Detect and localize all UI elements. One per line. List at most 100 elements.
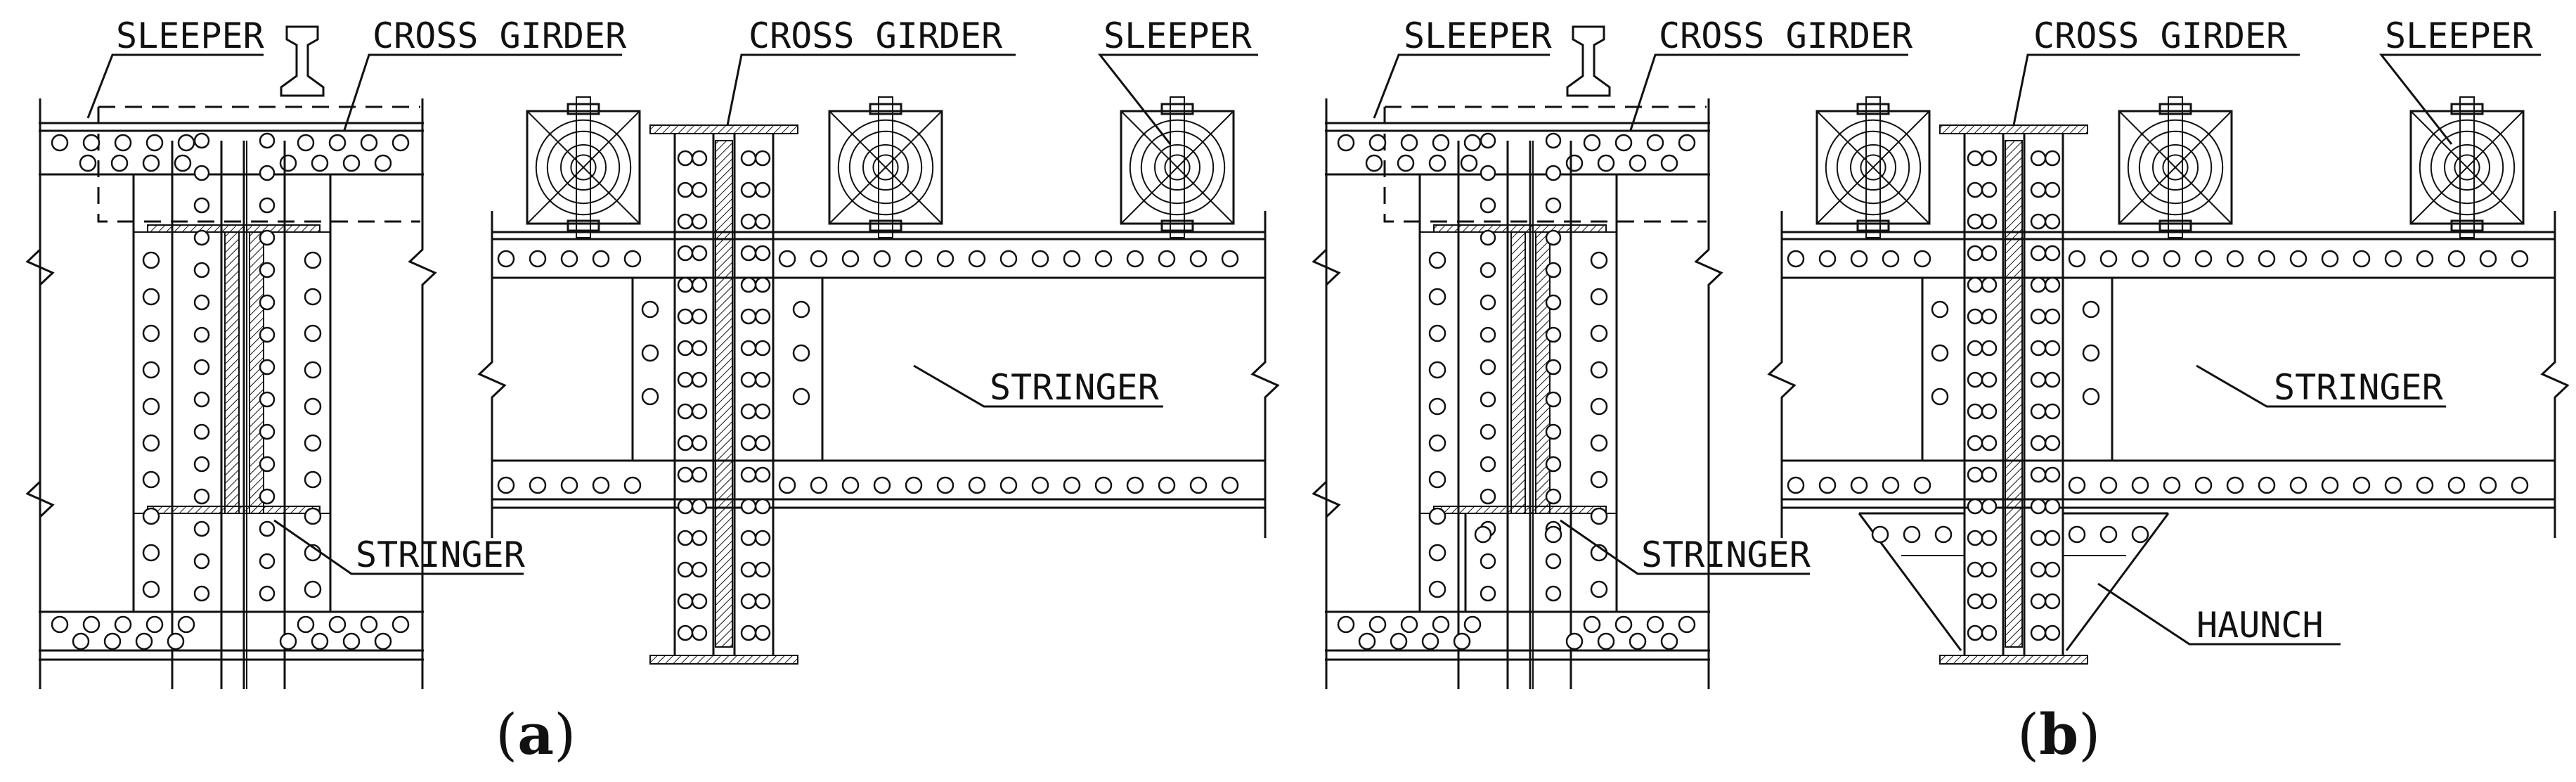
rivet-hole: [82, 615, 101, 634]
rivet-hole: [311, 632, 329, 650]
bolt-nut: [1856, 103, 1890, 115]
rivet-hole: [2030, 561, 2047, 578]
rivet-hole: [1981, 213, 1998, 230]
rivet-hole: [142, 324, 160, 342]
rivet-hole: [1428, 324, 1446, 342]
rivet-hole: [1337, 134, 1355, 152]
rivet-hole: [592, 476, 610, 494]
rivet-hole: [1660, 154, 1678, 172]
rivet-hole: [328, 615, 347, 634]
rivet-hole: [297, 615, 315, 634]
rivet-hole: [1463, 615, 1482, 634]
rivet-hole: [529, 476, 547, 494]
rivet-hole: [740, 213, 757, 230]
rivet-hole: [142, 580, 160, 598]
rivet-hole: [1221, 476, 1239, 494]
rivet-hole: [1981, 530, 1998, 546]
sleeper-ring: [848, 130, 923, 205]
leader-line: [273, 519, 524, 575]
leader-line: [2196, 364, 2446, 408]
rivet-hole: [754, 245, 771, 262]
label-stringer-b-left: STRINGER: [1641, 534, 1811, 575]
rivet-hole: [1614, 134, 1633, 152]
rivet-hole: [754, 340, 771, 357]
rivet-hole: [2030, 466, 2047, 483]
rivet-hole: [1678, 615, 1696, 634]
rivet-hole: [792, 387, 810, 406]
sleeper-bolt: [878, 96, 893, 238]
bolt-nut: [2450, 219, 2484, 232]
rivet-hole: [2416, 250, 2434, 268]
rivet-hole: [841, 250, 860, 268]
rivet-hole: [2068, 476, 2086, 494]
rivet-hole: [1981, 403, 1998, 420]
rivet-hole: [1590, 434, 1608, 452]
sleeper-block: [1816, 110, 1931, 225]
bolt-nut: [1160, 219, 1194, 232]
rivet-hole: [2289, 476, 2308, 494]
leader-line: [1097, 53, 1258, 145]
rivet-hole: [1565, 632, 1584, 650]
sleeper-diagonal: [2410, 110, 2524, 224]
rivet-hole: [174, 154, 192, 172]
rivet-hole: [177, 615, 195, 634]
rivet-hole: [193, 294, 210, 311]
break-line: [25, 98, 55, 689]
rivet-hole: [968, 476, 986, 494]
rivet-hole: [279, 154, 297, 172]
rivet-hole: [497, 476, 515, 494]
rivet-hole: [691, 561, 708, 578]
rivet-hole: [677, 213, 694, 230]
rivet-hole: [1882, 250, 1900, 268]
cross-girder-web-hatched: [715, 140, 733, 648]
sleeper-block: [828, 110, 943, 225]
bolt-nut: [2158, 103, 2192, 115]
rivet-hole: [1967, 530, 1983, 546]
rivet-hole: [2447, 250, 2466, 268]
rivet-hole: [1981, 561, 1998, 578]
rivet-hole: [1545, 132, 1562, 149]
rivet-hole: [193, 488, 210, 505]
rivet-hole: [142, 507, 160, 525]
rivet-hole: [360, 615, 378, 634]
sleeper-bolt: [2459, 96, 2475, 238]
rivet-hole: [304, 434, 322, 452]
rivet-hole: [193, 553, 210, 570]
rivet-hole: [82, 134, 101, 152]
sleeper-diagonal: [1120, 110, 1234, 224]
rivet-hole: [2321, 476, 2339, 494]
rivet-hole: [1931, 344, 1949, 362]
rivet-hole: [1583, 615, 1601, 634]
panel-b-drawing: [1312, 25, 2570, 689]
label-sleeper-b-right: SLEEPER: [2385, 15, 2534, 56]
rivet-hole: [1400, 134, 1418, 152]
rivet-hole: [592, 250, 610, 268]
rivet-hole: [677, 498, 694, 515]
rivet-hole: [1934, 525, 1953, 544]
web-plate-hatched: [224, 231, 240, 514]
rivet-hole: [740, 308, 757, 325]
rivet-hole: [2226, 476, 2244, 494]
rivet-hole: [740, 624, 757, 641]
rivet-hole: [1967, 593, 1983, 610]
rivet-hole: [167, 632, 185, 650]
rivet-hole: [1480, 585, 1496, 602]
rivet-hole: [1981, 150, 1998, 167]
rivet-hole: [754, 213, 771, 230]
cross-girder-web-hatched: [2005, 140, 2023, 648]
rivet-hole: [740, 245, 757, 262]
rivet-hole: [1480, 262, 1496, 278]
sleeper-ring: [560, 144, 607, 191]
rivet-hole: [2321, 250, 2339, 268]
rivet-hole: [1590, 251, 1608, 269]
rivet-hole: [1882, 476, 1900, 494]
rivet-hole: [193, 229, 210, 246]
rivet-hole: [2030, 530, 2047, 546]
rivet-hole: [304, 580, 322, 598]
rivet-hole: [810, 250, 828, 268]
rivet-hole: [297, 134, 315, 152]
break-line: [1250, 211, 1280, 538]
rivet-hole: [1850, 476, 1868, 494]
rivet-hole: [1428, 397, 1446, 416]
rivet-hole: [2194, 250, 2213, 268]
